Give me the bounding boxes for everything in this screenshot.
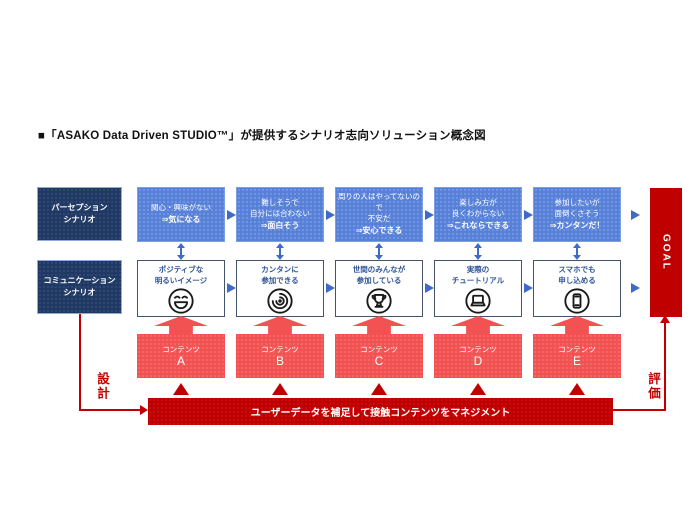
content-label: コンテンツ	[459, 344, 497, 354]
design-label: 設計	[95, 372, 109, 401]
double-arrow-icon	[373, 243, 385, 260]
perception-text: 周りの人はやってないので 不安だ	[337, 192, 421, 224]
arrow-right-icon	[425, 283, 434, 293]
perception-scenario-label: パーセプション シナリオ	[37, 187, 122, 241]
arrow-right-icon	[631, 283, 640, 293]
content-box-a: コンテンツ A	[137, 334, 225, 378]
content-id: E	[572, 353, 581, 368]
design-line-horizontal	[79, 409, 140, 411]
block-arrow-up-icon	[550, 316, 604, 335]
triangle-up-icon	[371, 383, 387, 395]
content-box-c: コンテンツ C	[335, 334, 423, 378]
arrow-right-icon	[524, 210, 533, 220]
communication-text: ポジティブな 明るいイメージ	[154, 265, 208, 285]
content-label: コンテンツ	[261, 344, 299, 354]
perception-result: ⇒これならできる	[446, 220, 510, 230]
arrow-right-icon	[631, 210, 640, 220]
block-arrow-up-icon	[154, 316, 208, 335]
content-id: C	[374, 353, 384, 368]
perception-text: 楽しみ方が 良くわからない	[451, 197, 505, 218]
communication-box-1: ポジティブな 明るいイメージ	[137, 260, 225, 317]
arrowhead-up-icon	[660, 315, 670, 323]
triangle-up-icon	[173, 383, 189, 395]
laptop-icon	[465, 288, 491, 314]
perception-text: 関心・興味がない	[151, 203, 211, 213]
perception-text: 難しそうで 自分には合わない	[250, 197, 310, 218]
perception-box-5: 参加したいが 面倒くさそう ⇒カンタンだ！	[533, 187, 621, 242]
communication-text: 世間のみんなが 参加している	[352, 265, 406, 285]
content-id: D	[473, 353, 483, 368]
management-bar: ユーザーデータを補足して接触コンテンツをマネジメント	[148, 398, 613, 425]
design-line-vertical	[79, 314, 81, 411]
perception-result: ⇒カンタンだ！	[549, 220, 605, 230]
evaluation-line-horizontal	[613, 409, 666, 411]
communication-box-5: スマホでも 申し込める	[533, 260, 621, 317]
communication-text: 実際の チュートリアル	[451, 265, 505, 285]
arrow-right-icon	[326, 210, 335, 220]
content-id: A	[176, 353, 185, 368]
double-arrow-icon	[571, 243, 583, 260]
block-arrow-up-icon	[451, 316, 505, 335]
arrow-right-icon	[425, 210, 434, 220]
arrow-right-icon	[326, 283, 335, 293]
laughing-face-icon	[168, 288, 194, 314]
content-label: コンテンツ	[162, 344, 200, 354]
perception-result: ⇒安心できる	[355, 226, 403, 236]
perception-result: ⇒面白そう	[260, 220, 300, 230]
content-box-d: コンテンツ D	[434, 334, 522, 378]
double-arrow-icon	[274, 243, 286, 260]
perception-box-3: 周りの人はやってないので 不安だ ⇒安心できる	[335, 187, 423, 242]
arrowhead-right-icon	[140, 405, 148, 415]
communication-box-2: カンタンに 参加できる	[236, 260, 324, 317]
swirl-icon	[267, 288, 293, 314]
communication-scenario-label: コミュニケーション シナリオ	[37, 260, 122, 314]
page-title: ■「ASAKO Data Driven STUDIO™」が提供するシナリオ志向ソ…	[38, 130, 486, 142]
double-arrow-icon	[175, 243, 187, 260]
perception-box-1: 関心・興味がない ⇒気になる	[137, 187, 225, 242]
perception-result: ⇒気になる	[161, 215, 201, 225]
evaluation-line-vertical	[664, 322, 666, 411]
content-id: B	[275, 353, 284, 368]
content-label: コンテンツ	[558, 344, 596, 354]
arrow-right-icon	[524, 283, 533, 293]
content-label: コンテンツ	[360, 344, 398, 354]
double-arrow-icon	[472, 243, 484, 260]
perception-box-2: 難しそうで 自分には合わない ⇒面白そう	[236, 187, 324, 242]
triangle-up-icon	[272, 383, 288, 395]
content-box-e: コンテンツ E	[533, 334, 621, 378]
perception-text: 参加したいが 面倒くさそう	[554, 197, 600, 218]
block-arrow-up-icon	[253, 316, 307, 335]
block-arrow-up-icon	[352, 316, 406, 335]
smartphone-icon	[564, 288, 590, 314]
arrow-right-icon	[227, 283, 236, 293]
triangle-up-icon	[470, 383, 486, 395]
content-box-b: コンテンツ B	[236, 334, 324, 378]
communication-text: スマホでも 申し込める	[558, 265, 596, 285]
communication-text: カンタンに 参加できる	[261, 265, 299, 285]
goal-box: GOAL	[650, 188, 682, 317]
communication-box-4: 実際の チュートリアル	[434, 260, 522, 317]
evaluation-label: 評価	[646, 372, 660, 401]
perception-box-4: 楽しみ方が 良くわからない ⇒これならできる	[434, 187, 522, 242]
arrow-right-icon	[227, 210, 236, 220]
triangle-up-icon	[569, 383, 585, 395]
communication-box-3: 世間のみんなが 参加している	[335, 260, 423, 317]
trophy-icon	[366, 288, 392, 314]
